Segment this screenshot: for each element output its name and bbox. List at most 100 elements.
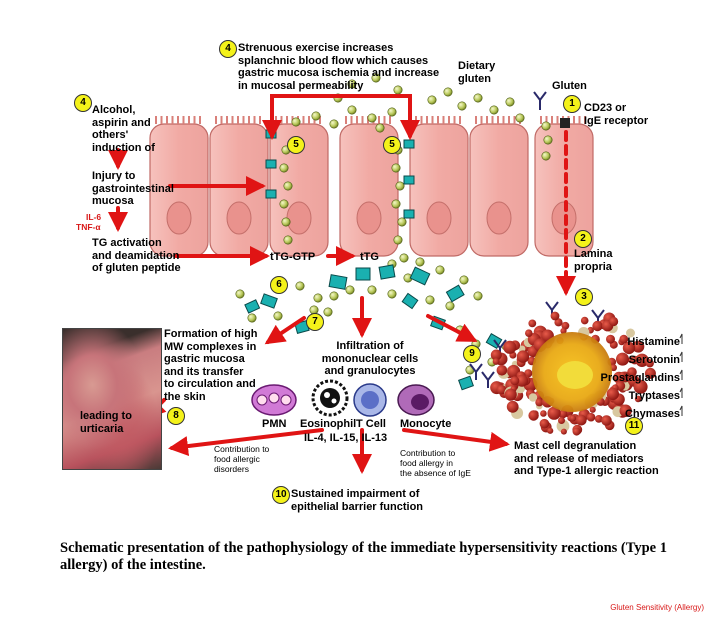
- mast-cell-granule: [601, 415, 612, 426]
- step-badge-11: 11: [625, 417, 643, 435]
- gluten-particle: [387, 289, 397, 299]
- monocyte-cell: [397, 384, 435, 416]
- mast-cell-granule: [606, 334, 615, 344]
- pmn-cell: [251, 384, 297, 416]
- gluten-particle: [515, 113, 525, 123]
- gluten-particle: [397, 217, 407, 227]
- gluten-particle: [415, 257, 425, 267]
- mast-cell-granule: [558, 409, 568, 419]
- mediator-histamine: Histamine: [627, 336, 680, 348]
- gluten-particle: [367, 285, 377, 295]
- mast-cell-granule: [524, 369, 533, 378]
- mast-cell-granule: [619, 334, 629, 344]
- cell-nucleus: [226, 201, 252, 235]
- mediator-prostaglandins: Prostaglandins: [600, 372, 680, 384]
- contrib-left-label: Contribution to food allergic disorders: [214, 444, 270, 474]
- step-badge-2: 2: [574, 230, 592, 248]
- ttg-complexes: [244, 129, 503, 391]
- gluten-particle: [445, 301, 455, 311]
- mediator-chymases: Chymases: [624, 408, 680, 420]
- mast-cell-granule: [528, 319, 537, 328]
- epithelial-cell-layer: [149, 116, 594, 257]
- ige-receptors: [469, 91, 605, 388]
- contrib-right-label: Contribution to food allergy in the abse…: [400, 448, 471, 478]
- mast-cell-granule: [560, 428, 567, 435]
- epithelial-cell: [209, 123, 269, 257]
- mast-cell-granule: [560, 327, 567, 335]
- gluten-particle: [367, 113, 377, 123]
- mast-cell-granule: [547, 427, 554, 434]
- mast-cell-granule: [589, 406, 596, 413]
- mast-cell-granule: [528, 393, 538, 402]
- mast-cell-granule: [539, 418, 550, 429]
- gluten-particle: [295, 281, 305, 291]
- step-badge-5-right: 5: [383, 136, 401, 154]
- step-badge-9: 9: [463, 345, 481, 363]
- mast-cell-granule: [516, 350, 530, 363]
- gluten-particle: [489, 105, 499, 115]
- gluten-particle: [235, 289, 245, 299]
- mediator-markers: [679, 333, 683, 416]
- cell-nucleus: [426, 201, 452, 235]
- mast-cell-label: Mast cell degranulation and release of m…: [514, 440, 659, 477]
- exercise-label: Strenuous exercise increases splanchnic …: [238, 42, 440, 92]
- cell-nucleus: [356, 201, 382, 235]
- gluten-particle: [375, 123, 385, 133]
- mast-cell-granule: [632, 340, 645, 353]
- mast-cell-granule: [510, 376, 520, 386]
- cell-nucleus: [286, 201, 312, 235]
- gluten-particle: [347, 79, 357, 89]
- mast-cell-granule: [528, 410, 539, 421]
- mast-cell-granule: [592, 320, 603, 332]
- gluten-particle: [387, 107, 397, 117]
- step-badge-1: 1: [563, 95, 581, 113]
- mast-cell-granule: [525, 329, 533, 338]
- gluten-particle: [329, 119, 339, 129]
- gluten-particle: [391, 163, 401, 173]
- gluten-particle: [283, 235, 293, 245]
- mast-cell-granule: [609, 316, 619, 327]
- mast-cell-granule: [503, 340, 517, 354]
- mast-cell-granule: [575, 414, 587, 426]
- mast-cell-granule: [561, 321, 570, 330]
- mast-cell-granule: [554, 318, 563, 327]
- mast-cell-granule: [619, 371, 627, 379]
- step-badge-4-alcohol: 4: [74, 94, 92, 112]
- gluten-particle: [345, 285, 355, 295]
- gluten-label: Gluten: [552, 80, 587, 92]
- urticaria-skin-photo: [62, 328, 162, 470]
- mast-cell-granule: [558, 417, 565, 424]
- monocyte-label: Monocyte: [400, 418, 452, 430]
- mast-cell-granule: [540, 410, 547, 417]
- eosinophil-label: Eosinophil: [300, 418, 357, 430]
- gluten-particle: [399, 253, 409, 263]
- gluten-particle: [247, 313, 257, 323]
- sustained-label: Sustained impairment of epithelial barri…: [291, 488, 424, 513]
- alcohol-label: Alcohol, aspirin and others' induction o…: [92, 104, 155, 154]
- mast-cell-granule: [496, 384, 507, 395]
- step-badge-5-left: 5: [287, 136, 305, 154]
- gluten-particle: [505, 97, 515, 107]
- mast-cell-granule: [633, 379, 648, 394]
- mast-cell-granule: [645, 359, 654, 368]
- gluten-particle: [311, 111, 321, 121]
- il6-label: IL-6: [86, 212, 102, 222]
- gluten-particle: [541, 121, 551, 131]
- mast-cell-granule: [547, 406, 561, 420]
- gluten-particle: [281, 217, 291, 227]
- cell-nucleus: [166, 201, 192, 235]
- gluten-particle: [435, 265, 445, 275]
- gluten-particle: [425, 295, 435, 305]
- mediator-serotonin: Serotonin: [628, 354, 680, 366]
- cell-nucleus: [486, 201, 512, 235]
- gluten-particle: [279, 199, 289, 209]
- step-badge-4-exercise: 4: [219, 40, 237, 58]
- mast-cell-granule: [622, 341, 636, 355]
- arrows: [108, 94, 576, 474]
- mediator-tryptases: Tryptases: [628, 390, 680, 402]
- gluten-particle: [473, 93, 483, 103]
- gluten-particle: [273, 311, 283, 321]
- tcell-label: T Cell: [356, 418, 386, 430]
